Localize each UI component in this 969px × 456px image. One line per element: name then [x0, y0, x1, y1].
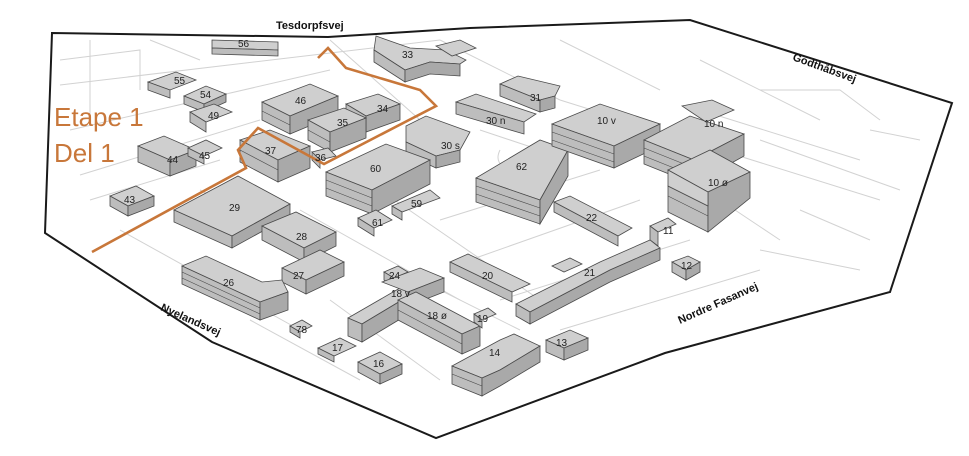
building-19[interactable]	[473, 307, 497, 329]
label-37: 37	[265, 146, 277, 157]
label-27: 27	[293, 271, 305, 282]
building-27[interactable]	[281, 249, 345, 295]
building-37[interactable]	[238, 129, 312, 183]
label-22: 22	[586, 213, 598, 224]
building-17[interactable]	[317, 337, 357, 363]
overlay-etape-title: Etape 1	[54, 102, 144, 132]
label-10v: 10 v	[597, 116, 616, 127]
label-33: 33	[402, 50, 414, 61]
building-61[interactable]	[357, 209, 393, 237]
label-43: 43	[124, 195, 136, 206]
building-31[interactable]	[498, 75, 561, 113]
label-62: 62	[516, 162, 528, 173]
label-24: 24	[389, 271, 401, 282]
building-62[interactable]	[475, 139, 569, 226]
label-56: 56	[238, 39, 250, 50]
building-60[interactable]	[324, 143, 431, 215]
label-10n: 10 n	[704, 119, 723, 130]
building-56[interactable]	[211, 39, 279, 57]
label-13: 13	[556, 338, 568, 349]
label-35: 35	[337, 118, 349, 129]
overlay-del-title: Del 1	[54, 138, 115, 168]
label-16: 16	[373, 359, 385, 370]
building-43[interactable]	[109, 185, 155, 217]
building-59[interactable]	[391, 189, 441, 221]
building-22[interactable]	[553, 195, 633, 247]
label-18o: 18 ø	[427, 311, 447, 322]
label-30n: 30 n	[486, 116, 505, 127]
label-44: 44	[167, 155, 179, 166]
label-54: 54	[200, 90, 212, 101]
label-45: 45	[199, 151, 211, 162]
label-60: 60	[370, 164, 382, 175]
label-29: 29	[229, 203, 241, 214]
label-49: 49	[208, 111, 220, 122]
building-78[interactable]	[289, 319, 313, 339]
building-16[interactable]	[357, 351, 403, 385]
label-28: 28	[296, 232, 308, 243]
label-17: 17	[332, 343, 344, 354]
building-14[interactable]	[451, 333, 541, 397]
building-10o[interactable]	[667, 149, 751, 233]
label-26: 26	[223, 278, 235, 289]
building-10v[interactable]	[550, 103, 662, 169]
building-49[interactable]	[189, 103, 234, 133]
label-34: 34	[377, 104, 389, 115]
label-78: 78	[296, 325, 308, 336]
label-11: 11	[663, 226, 674, 237]
building-21[interactable]	[515, 239, 661, 325]
building-12[interactable]	[671, 255, 701, 281]
building-55[interactable]	[146, 71, 198, 99]
building-18o[interactable]	[397, 291, 481, 355]
building-35[interactable]	[307, 107, 368, 153]
label-14: 14	[489, 348, 501, 359]
label-19: 19	[477, 314, 489, 325]
label-55: 55	[174, 76, 186, 87]
buildings	[109, 35, 751, 397]
building-45[interactable]	[187, 139, 223, 165]
label-18v: 18 v	[391, 289, 410, 300]
label-10o: 10 ø	[708, 178, 728, 189]
building-33[interactable]	[373, 35, 478, 83]
label-61: 61	[372, 218, 384, 229]
label-36: 36	[315, 153, 327, 164]
building-46[interactable]	[261, 83, 340, 135]
building-13[interactable]	[544, 329, 590, 361]
label-59: 59	[411, 199, 423, 210]
building-29[interactable]	[173, 175, 291, 249]
label-20: 20	[482, 271, 494, 282]
building-labels: 56 33 31 55 54 49 46 34 35 30 n 30 s 10 …	[124, 39, 728, 370]
label-46: 46	[295, 96, 307, 107]
building-20[interactable]	[449, 253, 531, 303]
label-12: 12	[681, 261, 693, 272]
building-26[interactable]	[181, 255, 289, 321]
label-31: 31	[530, 93, 542, 104]
label-21: 21	[584, 268, 596, 279]
building-30n[interactable]	[454, 93, 537, 135]
label-30s: 30 s	[441, 141, 460, 152]
street-tesdorpfsvej: Tesdorpfsvej	[276, 20, 344, 32]
etape-1-boundary	[91, 46, 439, 254]
